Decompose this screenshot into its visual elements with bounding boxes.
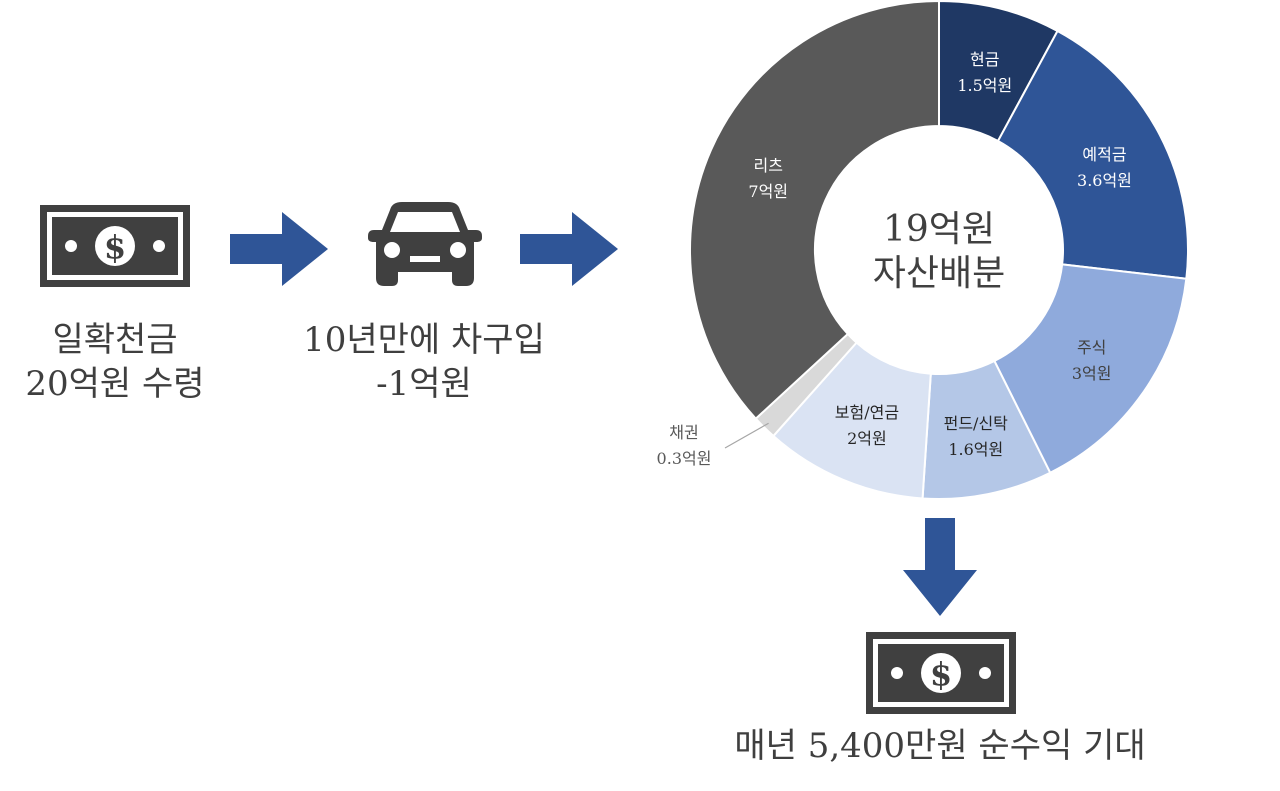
slice-value-label-리츠: 7억원 xyxy=(748,182,788,201)
slice-value-label-채권: 0.3억원 xyxy=(657,449,712,468)
slice-value-label-예적금: 3.6억원 xyxy=(1077,171,1132,190)
svg-text:$: $ xyxy=(930,655,952,693)
down-arrow-icon xyxy=(903,518,977,616)
center-label-title: 자산배분 xyxy=(873,253,1005,294)
slice-name-label-펀드-신탁: 펀드/신탁 xyxy=(944,414,1009,433)
donut-slice-예적금 xyxy=(996,29,1189,280)
step2-caption: 10년만에 차구입 -1억원 xyxy=(303,320,545,404)
slice-value-label-보험-연금: 2억원 xyxy=(847,429,887,448)
slice-value-label-현금: 1.5억원 xyxy=(957,76,1012,95)
result-caption: 매년 5,400만원 순수익 기대 xyxy=(734,726,1146,766)
right-arrow-icon xyxy=(230,212,328,286)
car-icon xyxy=(368,202,482,286)
slice-name-label-보험-연금: 보험/연금 xyxy=(835,403,899,422)
slice-name-label-예적금: 예적금 xyxy=(1082,145,1126,164)
slice-name-label-현금: 현금 xyxy=(970,50,999,69)
donut-slice-주식 xyxy=(993,263,1188,475)
callout-line-채권 xyxy=(724,422,769,449)
slice-name-label-리츠: 리츠 xyxy=(753,156,782,175)
dollar-bill-icon: $ xyxy=(40,205,190,287)
right-arrow-icon xyxy=(520,212,618,286)
slice-name-label-채권: 채권 xyxy=(669,423,698,442)
dollar-bill-icon: $ xyxy=(866,632,1016,714)
slice-name-label-주식: 주식 xyxy=(1077,338,1106,357)
slice-value-label-주식: 3억원 xyxy=(1072,364,1112,383)
step1-caption: 일확천금 20억원 수령 xyxy=(25,320,205,404)
center-label-amount: 19억원 xyxy=(883,209,995,250)
donut-slice-리츠 xyxy=(689,0,940,421)
svg-text:$: $ xyxy=(104,228,126,266)
slice-value-label-펀드-신탁: 1.6억원 xyxy=(948,440,1003,459)
